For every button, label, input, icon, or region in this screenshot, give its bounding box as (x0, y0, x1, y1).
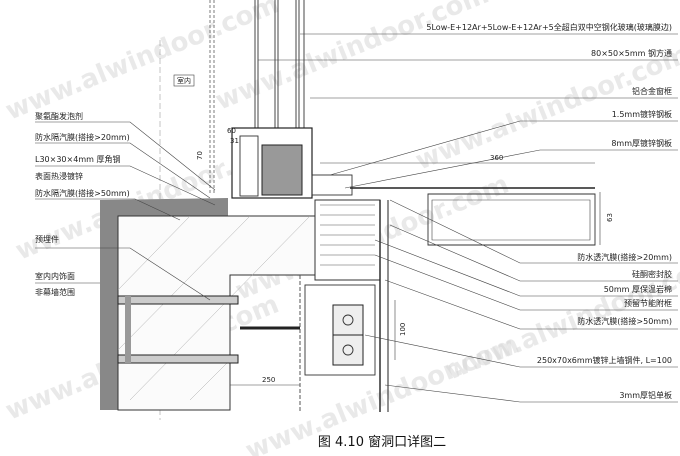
label-breather-membrane-20: 防水透汽膜(搭接>20mm) (577, 252, 672, 262)
room-tag: 室内 (177, 76, 191, 85)
room-tag-box (173, 74, 195, 87)
left-callouts: 聚氨酯发泡剂 防水隔汽膜(搭接>20mm) L30×30×4mm 厚角钢 表面热… (35, 111, 216, 301)
label-vapor-barrier-20: 防水隔汽膜(搭接>20mm) (35, 132, 130, 142)
dimension-63: 63 (606, 213, 614, 222)
label-angle-steel: L30×30×4mm 厚角钢 (35, 154, 120, 164)
label-steel-tube: 80×50×5mm 钢方通 (591, 48, 672, 58)
structure: 室内 (100, 0, 614, 420)
dimension-100: 100 (399, 323, 407, 336)
dimension-250: 250 (262, 376, 275, 384)
label-subframe: 预留节能附框 (624, 298, 672, 308)
label-aluminum-frame: 铝合金窗框 (632, 86, 672, 96)
label-galvanized: 表面热浸镀锌 (35, 171, 83, 181)
label-1-5mm-plate: 1.5mm镀锌钢板 (612, 109, 672, 119)
dimension-60: 60 (227, 127, 236, 135)
label-rock-wool: 50mm 厚保温岩棉 (604, 284, 672, 294)
label-8mm-plate: 8mm厚镀锌钢板 (611, 138, 672, 148)
label-interior-finish: 室内内饰面 (35, 271, 75, 281)
label-breather-membrane-50: 防水透汽膜(搭接>50mm) (577, 316, 672, 326)
label-steel-bracket: 250x70x6mm镀锌上墙钢件, L=100 (537, 355, 672, 365)
dimension-31: 31 (230, 137, 239, 145)
figure-caption: 图 4.10 窗洞口详图二 (318, 434, 446, 450)
dimension-70: 70 (196, 151, 204, 160)
label-pu-foam: 聚氨酯发泡剂 (35, 111, 83, 121)
label-glass: 5Low-E+12Ar+5Low-E+12Ar+5全超白双中空钢化玻璃(玻璃膜边… (426, 22, 672, 32)
label-vapor-barrier-50: 防水隔汽膜(搭接>50mm) (35, 188, 130, 198)
label-aluminum-panel: 3mm厚铝单板 (619, 390, 672, 400)
label-non-curtainwall: 非幕墙范围 (35, 287, 75, 297)
right-callouts: 5Low-E+12Ar+5Low-E+12Ar+5全超白双中空钢化玻璃(玻璃膜边… (258, 22, 678, 403)
label-silicone-sealant: 硅酮密封胶 (632, 269, 672, 279)
dimension-360: 360 (490, 154, 503, 162)
label-embedded-part: 预埋件 (35, 234, 59, 244)
